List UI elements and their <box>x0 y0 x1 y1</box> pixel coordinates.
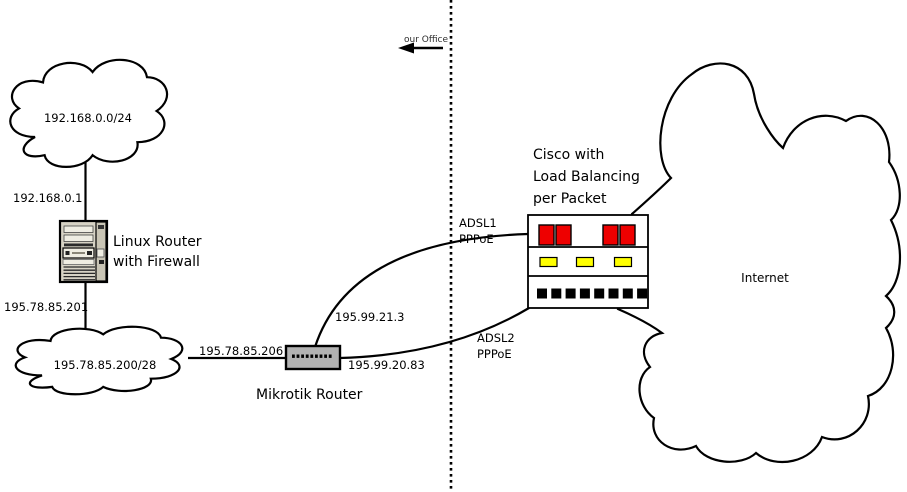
lan-cloud <box>10 60 167 167</box>
adsl2-ip-label: 195.99.20.83 <box>348 358 425 372</box>
tower-vents <box>63 266 95 281</box>
lan-gateway-ip-label: 192.168.0.1 <box>13 191 83 205</box>
floppy-detail-right <box>87 251 92 255</box>
linux-router-label-1: Linux Router <box>113 234 202 250</box>
tower-slot <box>62 259 95 265</box>
mikrotik-ip-label: 195.78.85.206 <box>199 344 283 358</box>
cisco-label-1: Cisco with <box>533 147 604 163</box>
internet-label: Internet <box>741 271 789 285</box>
mikrotik-router-label: Mikrotik Router <box>256 387 363 403</box>
tower-drive-bay-1 <box>63 225 94 233</box>
cisco-label-2: Load Balancing <box>533 169 640 185</box>
cisco-port-dots <box>537 288 648 299</box>
lan-cloud-label: 192.168.0.0/24 <box>44 111 132 125</box>
adsl1-line <box>313 232 529 348</box>
cisco-label-3: per Packet <box>533 191 607 207</box>
tower-button <box>96 248 105 258</box>
adsl1-ip-label: 195.99.21.3 <box>335 310 405 324</box>
adsl1-name-label: ADSL1 <box>459 216 497 230</box>
cisco-yellow-leds <box>539 256 633 268</box>
floppy-slot-line <box>72 252 85 254</box>
public-subnet-label: 195.78.85.200/28 <box>54 358 157 372</box>
adsl2-proto-label: PPPoE <box>477 347 512 361</box>
mikrotik-led-dots <box>292 354 332 358</box>
tower-trim <box>64 243 93 247</box>
office-arrow-head <box>398 42 414 54</box>
office-arrow <box>398 42 443 54</box>
office-arrow-label: our Office <box>404 35 449 45</box>
internet-cloud <box>616 62 901 464</box>
adsl2-line <box>339 307 530 360</box>
linux-wan-ip-label: 195.78.85.201 <box>4 300 88 314</box>
public-subnet-cloud <box>16 327 183 395</box>
cisco-router-icon <box>527 214 649 309</box>
linux-router-icon <box>58 219 109 284</box>
tower-power-led <box>99 260 104 264</box>
tower-panel-vent <box>98 225 104 229</box>
adsl2-name-label: ADSL2 <box>477 331 515 345</box>
tower-drive-bay-2 <box>63 234 94 242</box>
linux-router-label-2: with Firewall <box>113 254 200 270</box>
floppy-detail-left <box>65 251 70 255</box>
cisco-red-leds <box>538 224 636 246</box>
adsl1-proto-label: PPPoE <box>459 232 494 246</box>
mikrotik-router-icon <box>284 344 342 371</box>
